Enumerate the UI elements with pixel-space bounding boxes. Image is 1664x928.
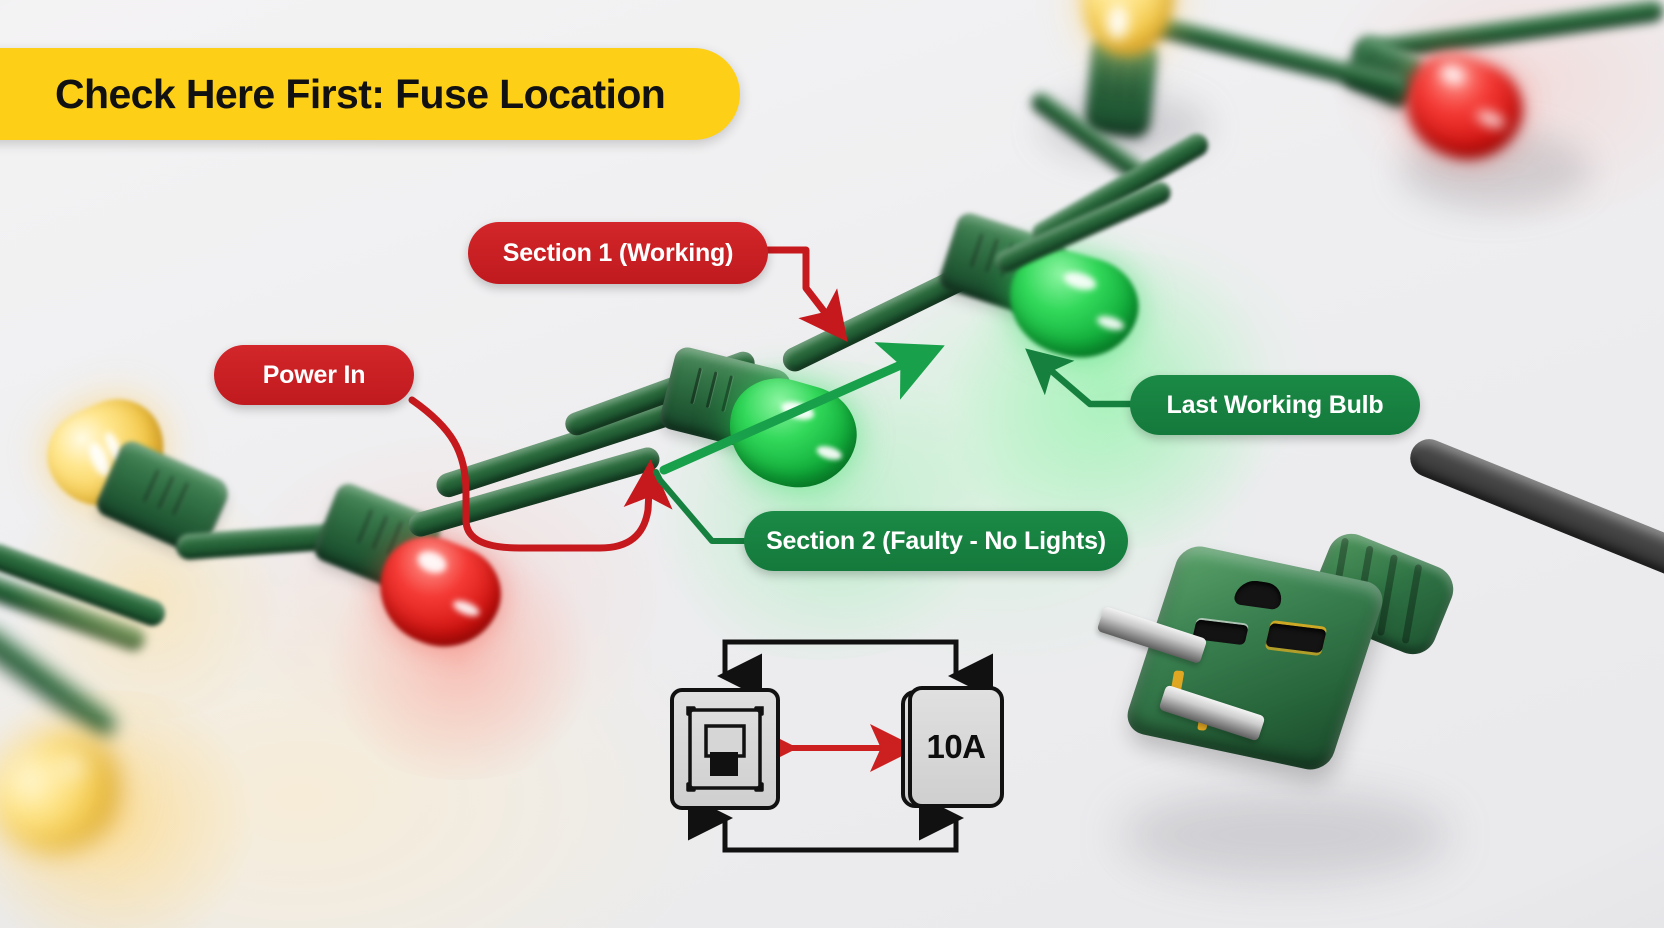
socket-rib — [172, 482, 190, 516]
socket-rib — [1130, 58, 1138, 103]
bulb-highlight — [414, 547, 450, 578]
socket-rib — [721, 375, 734, 412]
title-banner: Check Here First: Fuse Location — [0, 48, 740, 140]
callout-section-1[interactable]: Section 1 (Working) — [468, 222, 768, 284]
callout-section-2-label: Section 2 (Faulty - No Lights) — [766, 526, 1106, 555]
ground-slot — [1232, 578, 1286, 611]
socket-rib — [690, 367, 703, 404]
strain-ring — [1401, 563, 1423, 644]
bulb-highlight — [779, 398, 817, 424]
bulb-highlight — [1061, 268, 1099, 294]
fuse-diagram: 10A — [660, 636, 1030, 856]
callout-power-in[interactable]: Power In — [214, 345, 414, 405]
callout-section-1-label: Section 1 (Working) — [502, 238, 734, 267]
bulb-highlight — [451, 597, 482, 620]
bulb-filament — [1106, 4, 1130, 41]
callout-last-working-bulb-label: Last Working Bulb — [1166, 390, 1384, 419]
bulb-highlight — [1095, 313, 1126, 333]
hot-slot — [1265, 622, 1327, 654]
callout-power-in-label: Power In — [262, 360, 366, 389]
socket-rib — [705, 371, 718, 408]
socket-rib — [357, 509, 374, 545]
socket-rib — [1102, 55, 1111, 100]
bulb-highlight — [815, 443, 844, 463]
fuse-bottom-bracket — [722, 842, 959, 853]
plug-shadow — [1120, 790, 1450, 880]
fuse-access-door[interactable] — [670, 688, 780, 810]
fuse-diagram-connectors — [687, 639, 994, 853]
callout-section-2[interactable]: Section 2 (Faulty - No Lights) — [744, 511, 1128, 571]
page-title: Check Here First: Fuse Location — [55, 70, 666, 117]
bulb-highlight — [1437, 61, 1469, 88]
fuse-door-icon — [686, 706, 764, 792]
fuse-rating-label: 10A — [926, 728, 986, 765]
socket-rib — [157, 475, 175, 510]
socket-rib — [371, 515, 389, 551]
socket-rib — [142, 469, 160, 503]
callout-last-working-bulb[interactable]: Last Working Bulb — [1130, 375, 1420, 435]
fuse-rating-card[interactable]: 10A — [908, 686, 1004, 808]
socket-rib — [1116, 57, 1125, 101]
bulb-highlight — [1474, 108, 1507, 131]
bulb-highlight — [57, 752, 90, 781]
fuse-top-bracket — [722, 639, 959, 650]
socket-rib — [970, 233, 984, 268]
